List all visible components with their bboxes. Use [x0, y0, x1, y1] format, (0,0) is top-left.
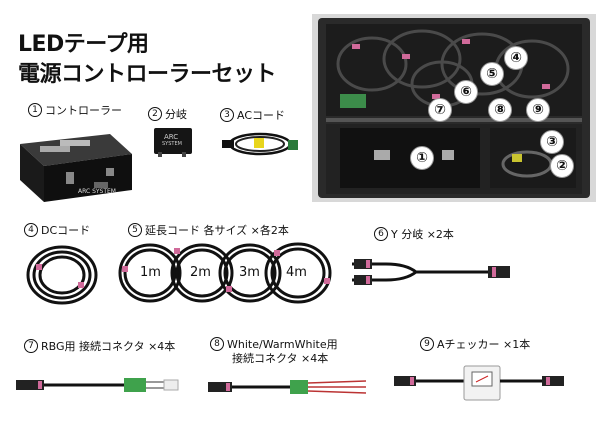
item-num-6: 6	[374, 227, 388, 241]
page-title-line1: LEDテープ用	[18, 32, 149, 57]
extension-size-1m: 1m	[140, 265, 161, 280]
branch-image: ARC SYSTEM	[152, 124, 194, 158]
y-branch-image	[346, 250, 522, 292]
item-text-8: White/WarmWhite用	[227, 338, 338, 351]
item-num-2: 2	[148, 107, 162, 121]
case-number-2: ②	[550, 154, 574, 178]
extension-cords-image: 1m 2m 3m 4m	[114, 238, 342, 308]
item-text-5: 延長コード 各サイズ ×各2本	[145, 224, 289, 237]
item-num-9: 9	[420, 337, 434, 351]
item-label-7: 7 RBG用 接続コネクタ ×4本	[24, 338, 175, 354]
item-num-8: 8	[210, 337, 224, 351]
a-checker-image	[392, 362, 572, 406]
white-connector-image	[206, 374, 376, 400]
controller-image: ARC SYSTEM	[10, 124, 136, 204]
item-label-9: 9 Aチェッカー ×1本	[420, 336, 530, 352]
controller-brand: ARC SYSTEM	[78, 188, 116, 195]
case-number-4: ④	[504, 46, 528, 70]
item-label-3: 3 ACコード	[220, 107, 285, 123]
case-number-3: ③	[540, 130, 564, 154]
item-text-4: DCコード	[41, 224, 91, 237]
case-number-8: ⑧	[488, 98, 512, 122]
branch-brand: ARC	[164, 133, 179, 141]
case-number-7: ⑦	[428, 98, 452, 122]
rgb-connector-image	[14, 370, 190, 400]
item-label-2: 2 分岐	[148, 106, 187, 122]
item-text-6: Y 分岐 ×2本	[391, 228, 454, 241]
item-text-7: RBG用 接続コネクタ ×4本	[41, 340, 176, 353]
item-label-8b: 接続コネクタ ×4本	[232, 350, 328, 366]
case-number-1: ①	[410, 146, 434, 170]
item-text-3: ACコード	[237, 109, 286, 122]
branch-brand-sub: SYSTEM	[162, 141, 182, 147]
item-label-4: 4 DCコード	[24, 222, 90, 238]
case-number-6: ⑥	[454, 80, 478, 104]
item-text-8b: 接続コネクタ ×4本	[232, 352, 329, 365]
item-label-6: 6 Y 分岐 ×2本	[374, 226, 454, 242]
item-text-9: Aチェッカー ×1本	[437, 338, 531, 351]
item-num-7: 7	[24, 339, 38, 353]
item-text-2: 分岐	[165, 108, 187, 121]
item-label-1: 1 コントローラー	[28, 102, 122, 118]
extension-size-2m: 2m	[190, 265, 211, 280]
extension-size-4m: 4m	[286, 265, 307, 280]
dc-cord-image	[22, 242, 102, 308]
item-text-1: コントローラー	[45, 104, 122, 117]
item-num-4: 4	[24, 223, 38, 237]
case-photo: ① ② ③ ④ ⑤ ⑥ ⑦ ⑧ ⑨	[312, 14, 596, 202]
extension-size-3m: 3m	[239, 265, 260, 280]
case-number-9: ⑨	[526, 98, 550, 122]
page-title-line2: 電源コントローラーセット	[18, 62, 277, 87]
item-num-5: 5	[128, 223, 142, 237]
case-number-5: ⑤	[480, 62, 504, 86]
item-num-1: 1	[28, 103, 42, 117]
item-label-8: 8 White/WarmWhite用	[210, 336, 338, 352]
item-label-5: 5 延長コード 各サイズ ×各2本	[128, 222, 289, 238]
ac-cord-image	[216, 124, 306, 160]
item-num-3: 3	[220, 108, 234, 122]
